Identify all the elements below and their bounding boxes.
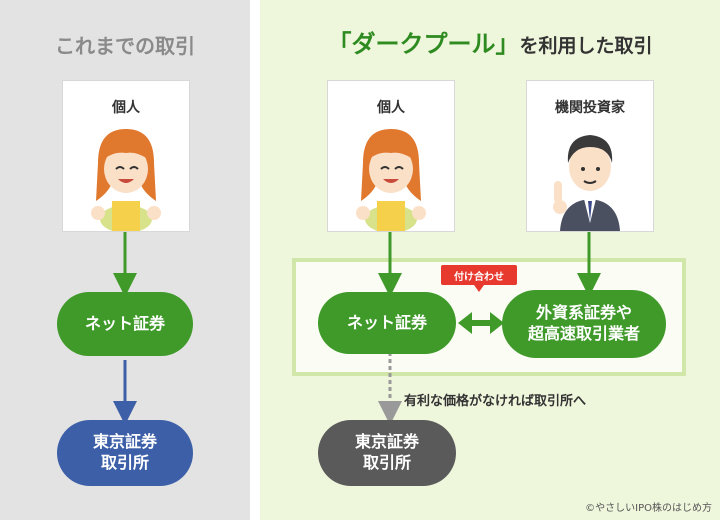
exchange-line1: 東京証券 (354, 432, 419, 452)
dark-pool-title: 「ダークプール」 (327, 30, 520, 58)
right-title: 「ダークプール」を利用した取引 (260, 24, 720, 59)
credit-text: ©やさしいIPO株のはじめ方 (585, 503, 712, 514)
card-label: 機関投資家 (555, 100, 625, 116)
right-exchange-node: 東京証券 取引所 (318, 420, 456, 486)
woman-icon (91, 129, 161, 231)
dark-pool-note: 有利な価格がなければ取引所へ (404, 394, 587, 409)
exchange-line1: 東京証券 (92, 432, 157, 452)
match-double-arrow (458, 312, 504, 334)
match-tag: 付け合わせ (441, 265, 517, 285)
card-individual-left: 個人 (62, 80, 190, 232)
tag-pointer (474, 285, 484, 292)
foreign-line2: 超高速取引業者 (527, 324, 640, 343)
exchange-line2: 取引所 (362, 453, 411, 472)
businessman-icon (553, 135, 620, 231)
exchange-line2: 取引所 (100, 453, 149, 472)
left-title: これまでの取引 (55, 34, 195, 58)
card-individual-right: 個人 (327, 80, 455, 232)
card-institutional-investor: 機関投資家 (526, 80, 654, 232)
card-label: 個人 (112, 100, 140, 116)
foreign-securities-node: 外資系証券や 超高速取引業者 (502, 290, 666, 358)
woman-icon (356, 129, 426, 231)
foreign-line1: 外資系証券や (535, 303, 632, 323)
title-suffix: を利用した取引 (519, 35, 653, 57)
right-broker-node: ネット証券 (318, 292, 456, 354)
card-label: 個人 (377, 100, 405, 116)
left-broker-node: ネット証券 (57, 292, 193, 356)
left-exchange-node: 東京証券 取引所 (57, 420, 193, 486)
